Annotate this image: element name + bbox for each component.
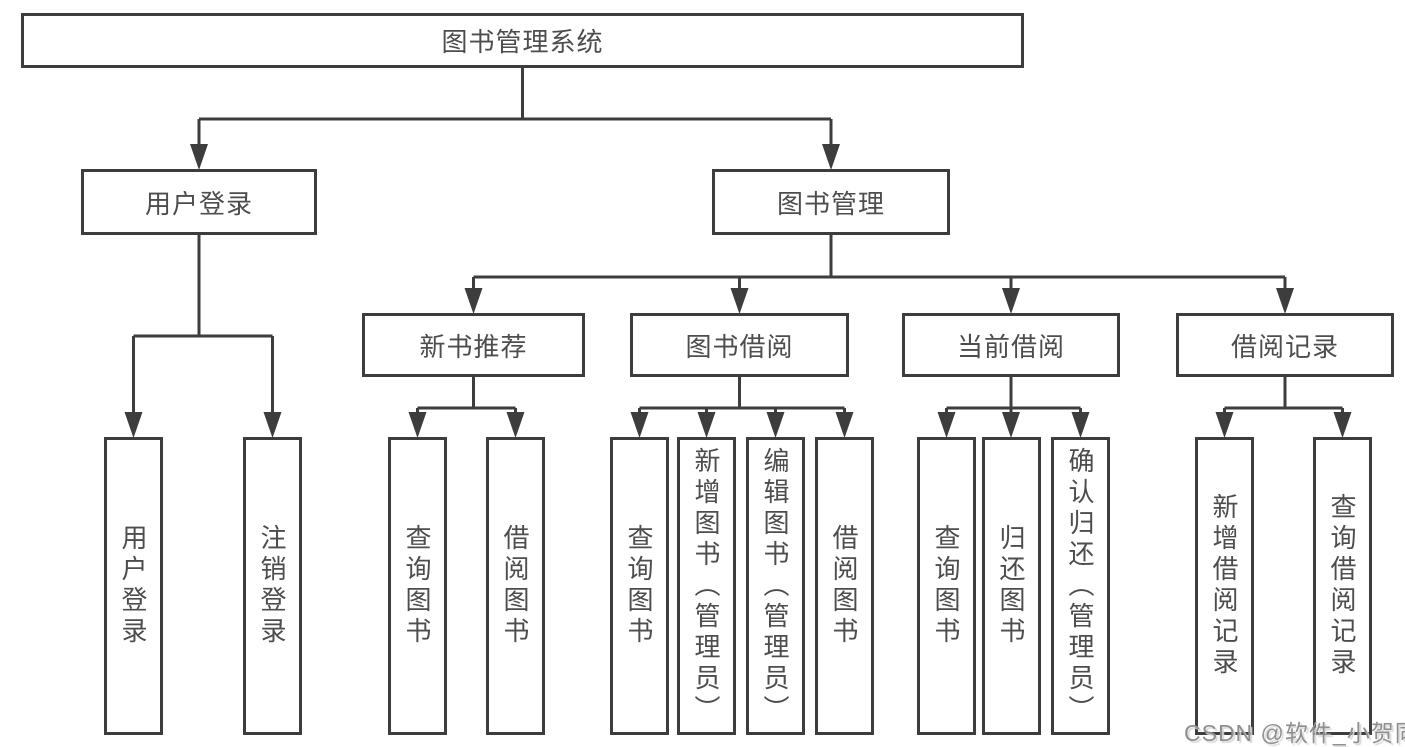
connector-new-book-branch xyxy=(408,376,525,438)
leaf-query-books-recommend: 查询图书 xyxy=(388,437,447,735)
node-book-borrow: 图书借阅 xyxy=(630,313,849,377)
connector-borrow-record-branch xyxy=(1215,376,1352,438)
connector-book-mgmt-to-level3 xyxy=(464,234,1294,314)
leaf-query-books-current: 查询图书 xyxy=(917,437,976,735)
leaf-query-books-borrow: 查询图书 xyxy=(610,437,669,735)
leaf-borrow-books-recommend: 借阅图书 xyxy=(486,437,545,735)
connector-user-login-branch xyxy=(124,234,282,438)
node-root-system: 图书管理系统 xyxy=(21,13,1024,68)
leaf-confirm-return-admin: 确认归还（管理员） xyxy=(1051,437,1110,735)
leaf-borrow-books: 借阅图书 xyxy=(815,437,874,735)
leaf-return-books: 归还图书 xyxy=(982,437,1041,735)
watermark: CSDN @软件_小贺同学 xyxy=(1184,720,1405,746)
leaf-user-login: 用户登录 xyxy=(104,437,163,735)
node-current-borrow: 当前借阅 xyxy=(902,313,1120,377)
connector-root-to-level2 xyxy=(190,67,840,170)
node-new-book-recommend: 新书推荐 xyxy=(362,313,585,377)
leaf-add-books-admin: 新增图书（管理员） xyxy=(677,437,736,735)
node-user-login: 用户登录 xyxy=(81,169,317,235)
leaf-query-borrow-record: 查询借阅记录 xyxy=(1313,437,1372,735)
connector-current-borrow-branch xyxy=(937,376,1090,438)
leaf-logout: 注销登录 xyxy=(243,437,302,735)
node-borrow-record: 借阅记录 xyxy=(1176,313,1394,377)
leaf-add-borrow-record: 新增借阅记录 xyxy=(1195,437,1254,735)
node-book-management: 图书管理 xyxy=(712,169,950,235)
leaf-edit-books-admin: 编辑图书（管理员） xyxy=(746,437,805,735)
connector-book-borrow-branch xyxy=(630,376,854,438)
